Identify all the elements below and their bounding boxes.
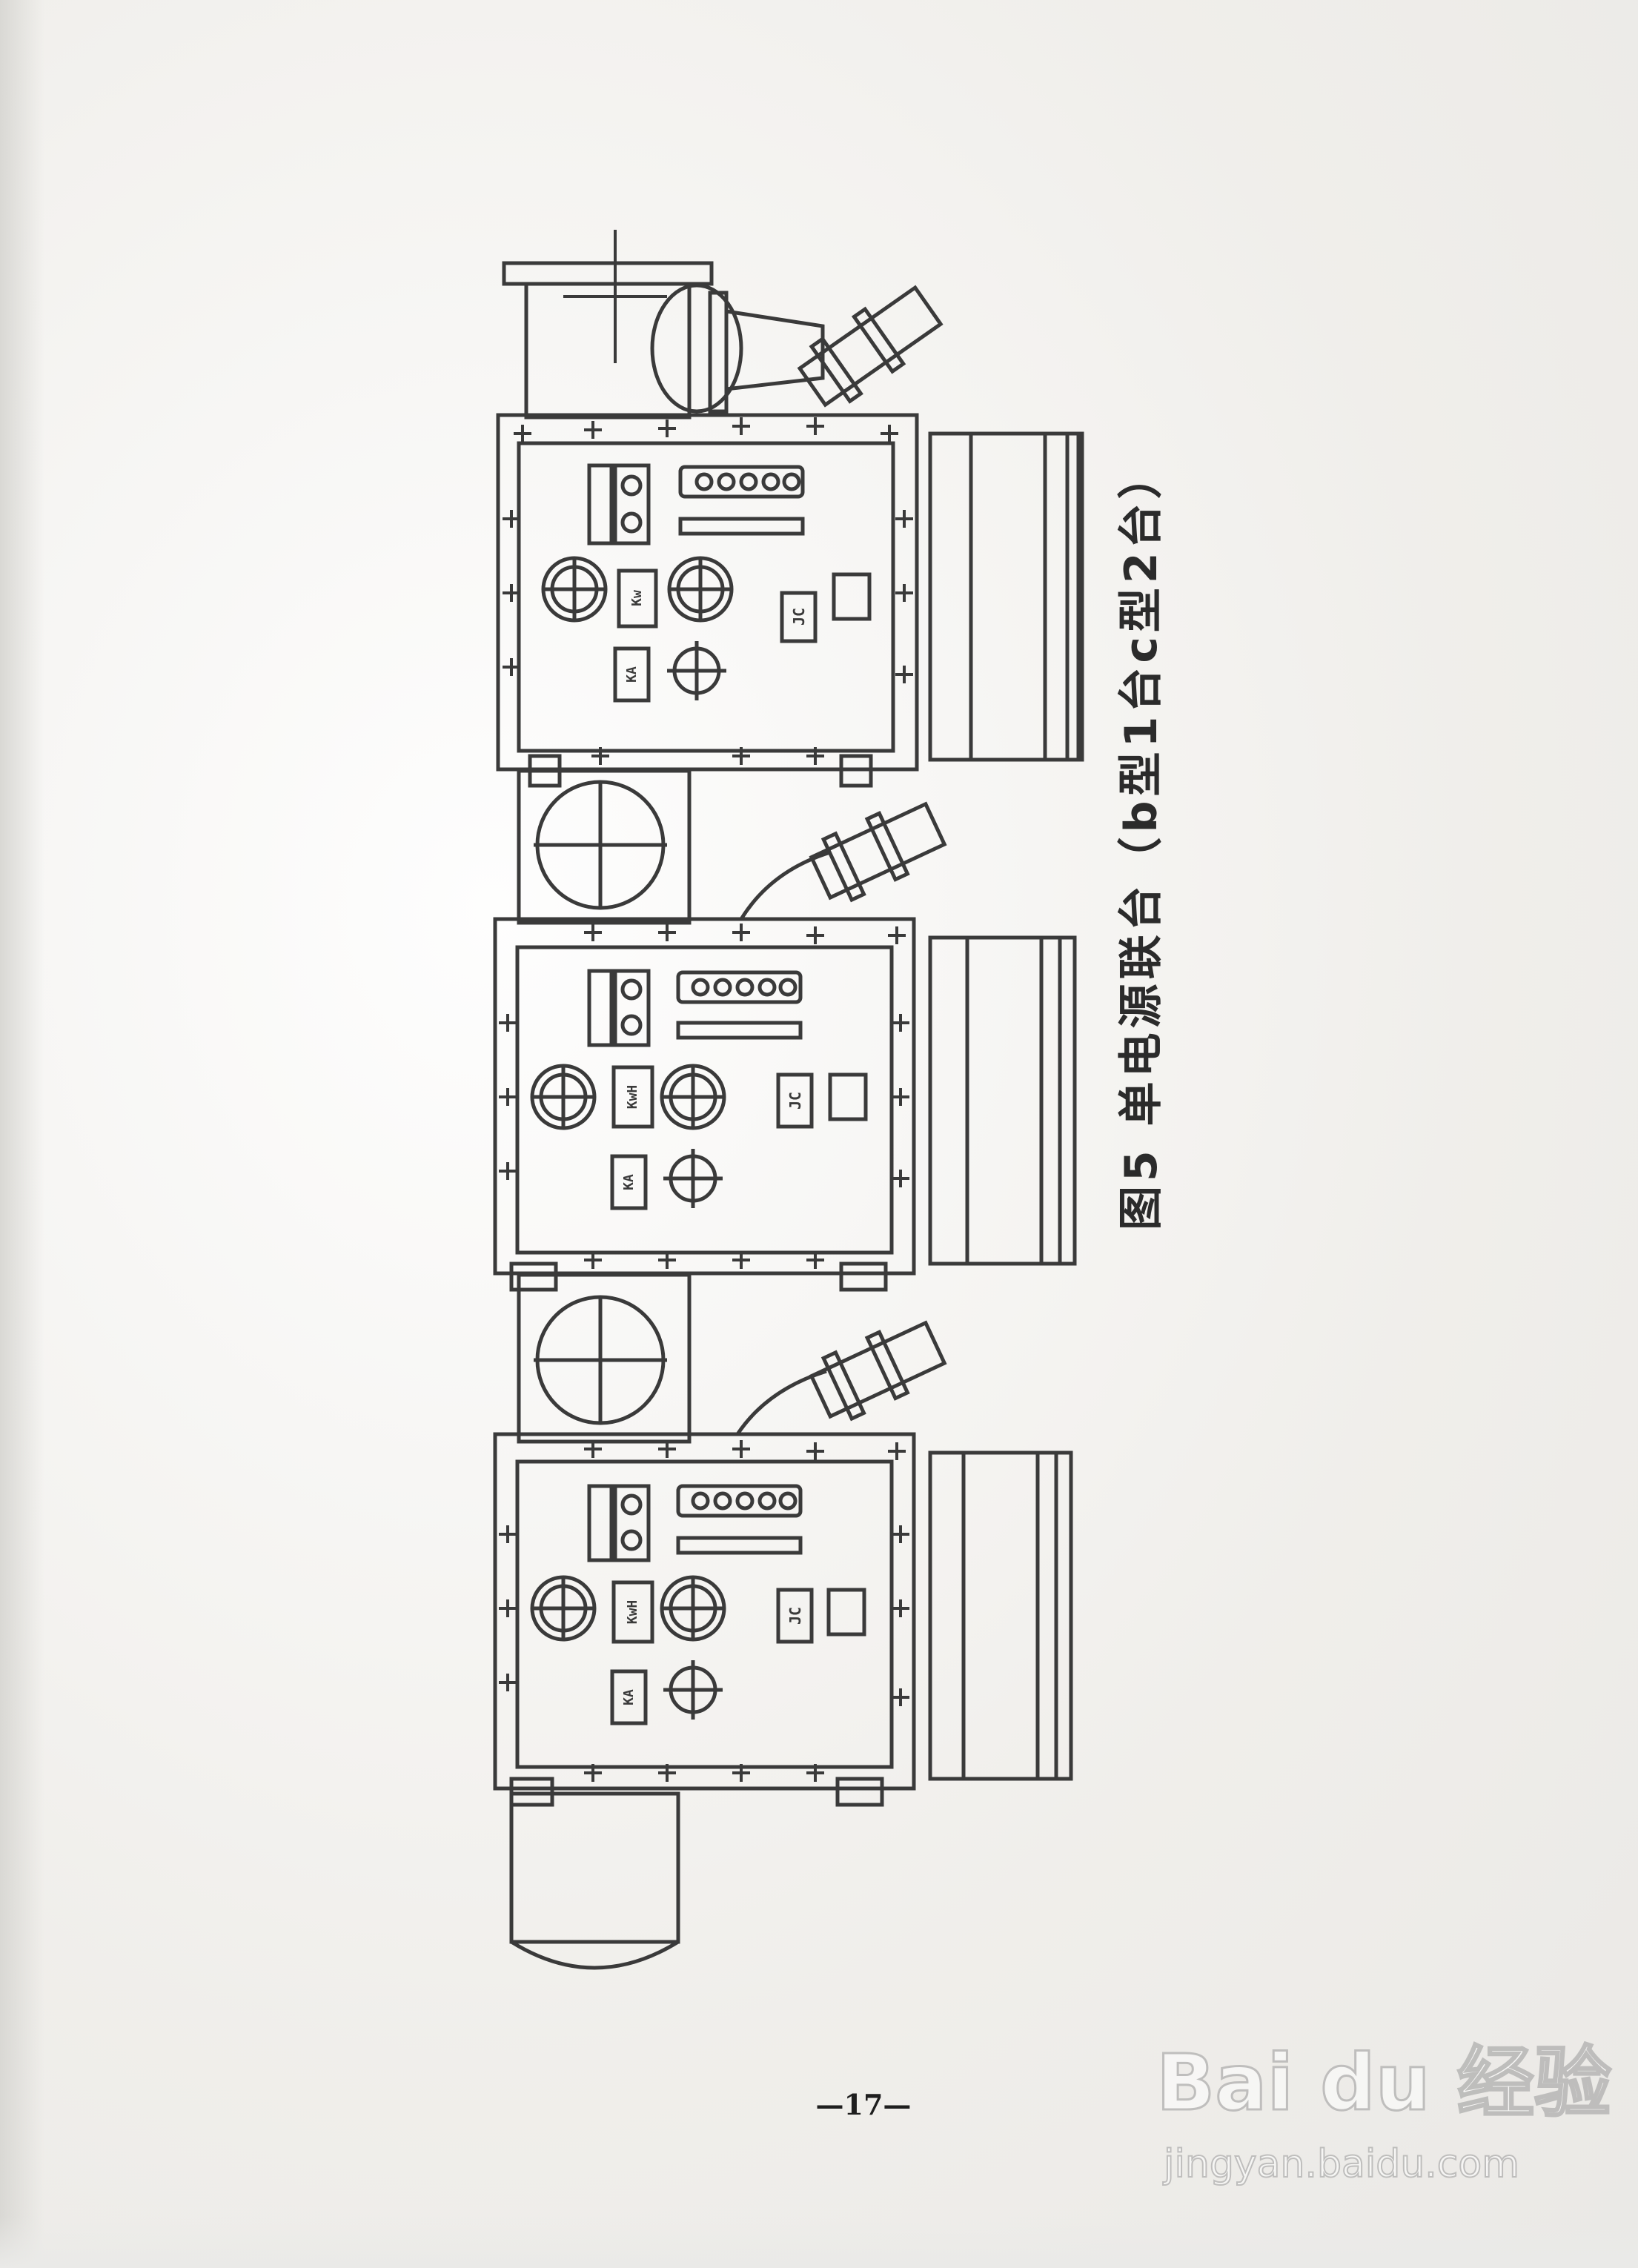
figure-caption: 图5 单电源联台（b型1台c型2台） [1097, 450, 1186, 1230]
connector-top-middle [517, 769, 947, 925]
connector-middle-bottom [517, 1273, 947, 1444]
bottom-scan-strip [0, 2216, 1638, 2268]
panel-bottom-badge-2: KA [621, 1689, 637, 1705]
cabinet-bottom [493, 1432, 1073, 1970]
watermark-site: jingyan.baidu.com [1163, 2141, 1520, 2187]
binding-edge-shadow [0, 0, 44, 2268]
panel-middle-badge-3: JC [786, 1091, 804, 1110]
panel-middle-badge-1: KwH [625, 1084, 640, 1110]
panel-middle-badge-2: KA [621, 1174, 637, 1190]
page-number: —17— [815, 2088, 912, 2121]
panel-bottom-badge-1: KwH [625, 1599, 640, 1625]
panel-top-badge-1: Kw [629, 590, 645, 606]
figure-caption-title: 单电源联台（b型1台c型2台） [1115, 450, 1167, 1127]
panel-top-badge-2: KA [624, 666, 640, 683]
panel-bottom-badge-3: JC [786, 1606, 804, 1625]
watermark-logo: Bai du 经验 [1155, 2037, 1613, 2129]
figure-caption-prefix: 图5 [1115, 1146, 1167, 1230]
panel-top-badge-3: JC [790, 607, 808, 626]
watermark: Bai du 经验 jingyan.baidu.com [1155, 2031, 1613, 2194]
cabinet-middle [493, 917, 1077, 1292]
cabinet-top [496, 230, 1084, 788]
